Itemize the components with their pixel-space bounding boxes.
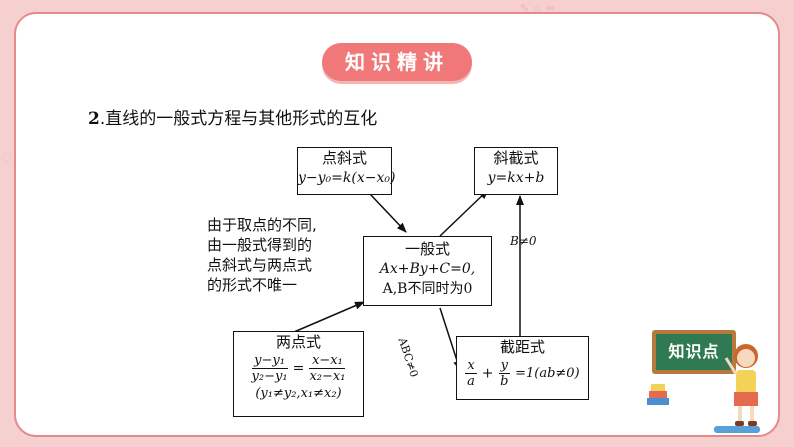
arrow-general-to-slope-intercept [439,189,489,237]
fraction-denominator: b [500,374,509,389]
two-point-fraction-right: x−x₁ x₂−x₁ [309,353,346,384]
plus-sign: + [481,365,494,382]
fraction-numerator: x−x₁ [309,353,346,369]
slope-intercept-box: 斜截式 y=kx+b [474,147,558,195]
point-slope-formula: y−y₀=k(x−x₀) [298,170,396,186]
general-form-box: 一般式 Ax+By+C=0, A,B不同时为0 [363,236,492,306]
knowledge-point-badge: 知识点 [652,330,736,374]
section-heading: 2.直线的一般式方程与其他形式的互化 [88,104,377,129]
note-line: 点斜式与两点式 [207,256,313,274]
two-point-name: 两点式 [275,333,321,351]
intercept-name: 截距式 [499,338,545,356]
slope-intercept-formula: y=kx+b [487,170,545,186]
section-number: 2 [88,109,100,129]
point-slope-name: 点斜式 [321,149,367,167]
fraction-denominator: x₂−x₁ [309,369,346,384]
slope-intercept-name: 斜截式 [493,149,539,167]
books-illustration [647,384,669,405]
intercept-equation: x a + y b =1(ab≠0) [457,358,588,389]
note-line: 由一般式得到的 [207,236,313,254]
two-point-condition: (y₁≠y₂,x₁≠x₂) [255,386,342,401]
general-form-condition: A,B不同时为0 [382,281,473,297]
note-line: 由于取点的不同, [207,216,317,234]
fraction-numerator: y [498,358,510,374]
two-point-box: 两点式 y−y₁ y₂−y₁ = x−x₁ x₂−x₁ (y₁≠y₂,x₁≠x₂… [233,331,364,417]
arrow-point-slope-to-general [369,193,407,233]
fraction-denominator: a [467,374,475,389]
background-doodle: ✎ ☆ ✏ [520,2,556,15]
arrow-two-point-to-general [293,301,365,333]
fraction-numerator: x [465,358,477,374]
fraction-denominator: y₂−y₁ [251,369,288,384]
intercept-fraction-x: x a [465,358,477,389]
intercept-rest: =1(ab≠0) [515,366,580,381]
bottom-decoration-bar [714,426,760,433]
general-form-formula: Ax+By+C=0, [379,261,476,277]
page-title: 知识精讲 [322,43,472,81]
background-doodle: ◌ [2,150,12,163]
general-form-name: 一般式 [404,240,450,258]
section-title: .直线的一般式方程与其他形式的互化 [99,109,378,129]
point-slope-box: 点斜式 y−y₀=k(x−x₀) [297,147,396,195]
fraction-numerator: y−y₁ [251,353,288,369]
intercept-box: 截距式 x a + y b =1(ab≠0) [456,336,589,400]
two-point-equation: y−y₁ y₂−y₁ = x−x₁ x₂−x₁ [234,353,363,384]
two-point-fraction-left: y−y₁ y₂−y₁ [251,353,288,384]
edge-label-b-nonzero: B≠0 [510,234,537,248]
note-text: 由于取点的不同, 由一般式得到的 点斜式与两点式 的形式不唯一 [207,215,357,295]
intercept-fraction-y: y b [498,358,510,389]
note-line: 的形式不唯一 [207,276,298,294]
equals-sign: = [292,360,305,377]
student-girl-illustration [724,344,758,426]
